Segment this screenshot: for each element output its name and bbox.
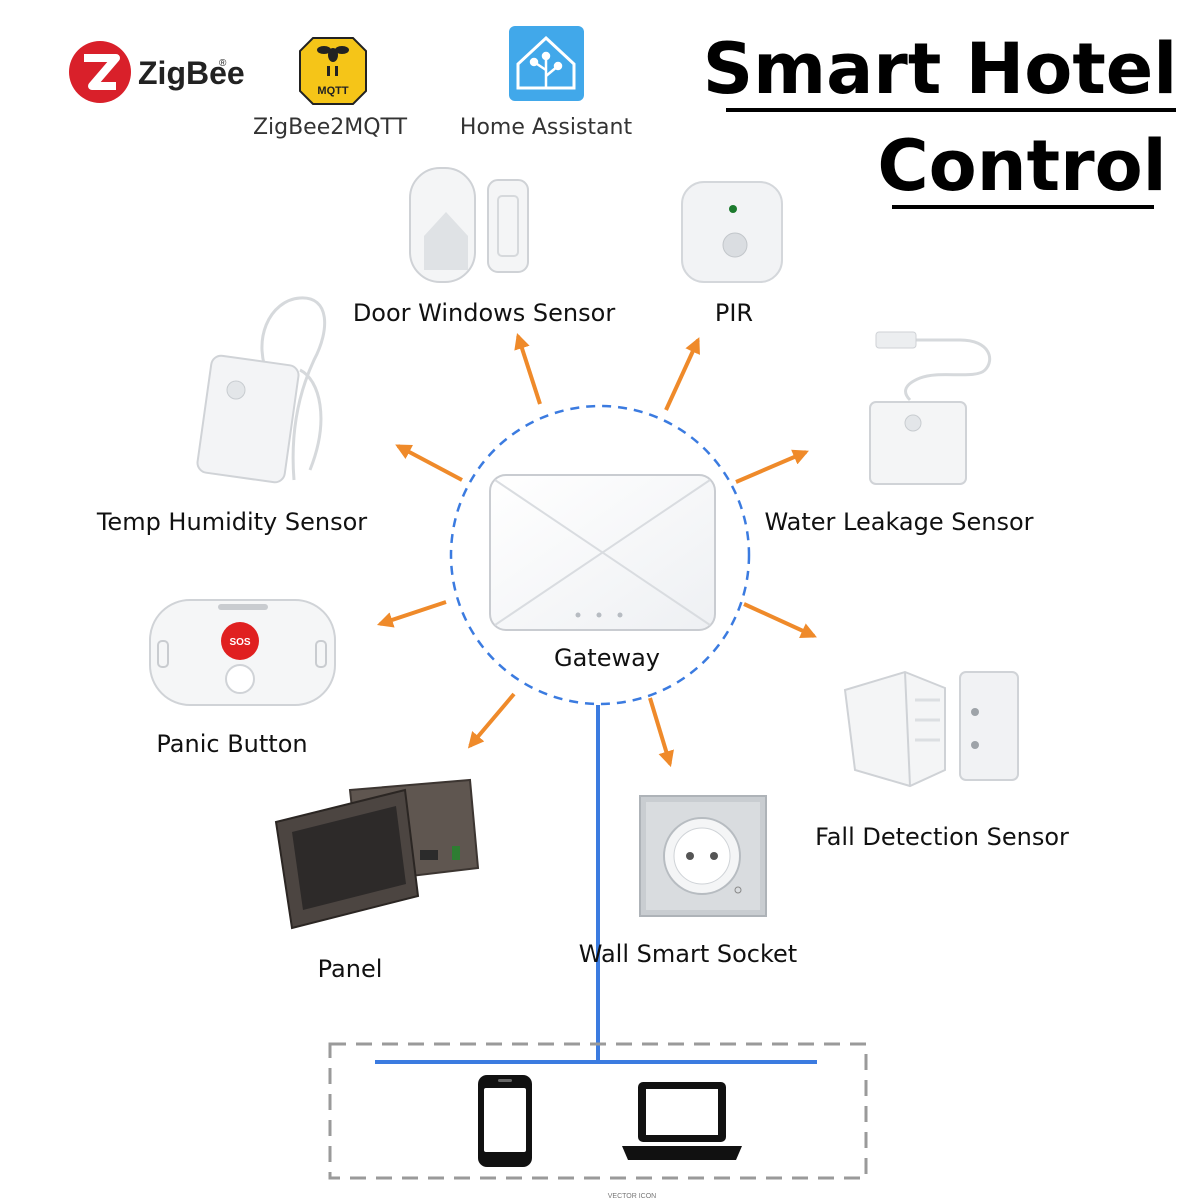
page-title: Smart Hotel Control	[703, 28, 1178, 207]
gateway-label: Gateway	[554, 644, 660, 672]
wall-smart-socket: Wall Smart Socket	[579, 796, 797, 968]
arrow-panic-button	[380, 602, 446, 624]
arrow-fall-detection	[744, 604, 814, 636]
arrow-door-window	[518, 336, 540, 404]
water-leakage-sensor: Water Leakage Sensor	[764, 332, 1033, 536]
home-assistant-label: Home Assistant	[460, 115, 633, 140]
arrow-pir	[666, 340, 698, 410]
socket-pin-hole-left	[686, 852, 694, 860]
panic-secondary-button	[226, 665, 254, 693]
water-sensor-button-icon	[905, 415, 921, 431]
water-sensor-body	[870, 402, 966, 484]
vector-icon-caption: VECTOR ICON	[608, 1193, 657, 1200]
client-devices-box	[330, 1044, 866, 1178]
zigbee-wordmark: ZigBee	[138, 55, 245, 91]
pir-sensor: PIR	[682, 182, 782, 327]
door-sensor-magnet	[488, 180, 528, 272]
temp-humidity-label: Temp Humidity Sensor	[96, 508, 367, 536]
zigbee2mqtt-label: ZigBee2MQTT	[253, 115, 408, 140]
fall-detection-label: Fall Detection Sensor	[815, 823, 1069, 851]
arrow-panel	[470, 694, 514, 746]
pir-body	[682, 182, 782, 282]
panel-label: Panel	[318, 955, 383, 983]
fall-detection-sensor: Fall Detection Sensor	[815, 672, 1069, 851]
pir-led-icon	[729, 205, 737, 213]
temp-humidity-sensor: Temp Humidity Sensor	[96, 298, 367, 536]
smartphone-icon	[478, 1075, 532, 1167]
zigbee-logo: ZigBee ®	[69, 41, 245, 103]
fall-sensor-body	[845, 672, 945, 786]
door-window-sensor: Door Windows Sensor	[353, 168, 616, 327]
water-probe	[876, 332, 916, 348]
temp-sensor-body	[196, 354, 300, 483]
socket-pin-hole-right	[710, 852, 718, 860]
sos-label: SOS	[229, 637, 250, 648]
panic-button: SOS Panic Button	[150, 600, 335, 758]
gateway: Gateway	[451, 406, 749, 704]
zigbee2mqtt-logo: MQTT ZigBee2MQTT	[253, 38, 408, 140]
water-leakage-label: Water Leakage Sensor	[764, 508, 1033, 536]
title-line-1: Smart Hotel	[703, 28, 1178, 110]
panic-button-label: Panic Button	[156, 730, 307, 758]
door-window-label: Door Windows Sensor	[353, 299, 616, 327]
laptop-icon	[622, 1082, 742, 1160]
temp-sensor-button-icon	[227, 381, 245, 399]
pir-lens-icon	[723, 233, 747, 257]
arrow-temp-humidity	[398, 446, 462, 480]
client-devices-group	[330, 1044, 866, 1178]
home-assistant-logo: Home Assistant	[460, 26, 633, 140]
fall-sensor-bracket	[960, 672, 1018, 780]
wall-socket-label: Wall Smart Socket	[579, 940, 797, 968]
mqtt-badge-text: MQTT	[317, 85, 348, 97]
title-line-2: Control	[877, 125, 1166, 207]
arrow-water-leakage	[736, 452, 806, 482]
panel-device: Panel	[276, 780, 478, 983]
zigbee-registered-mark: ®	[219, 58, 227, 69]
water-sensor-cable	[880, 340, 990, 400]
pir-label: PIR	[715, 299, 753, 327]
arrow-wall-socket	[650, 698, 670, 764]
